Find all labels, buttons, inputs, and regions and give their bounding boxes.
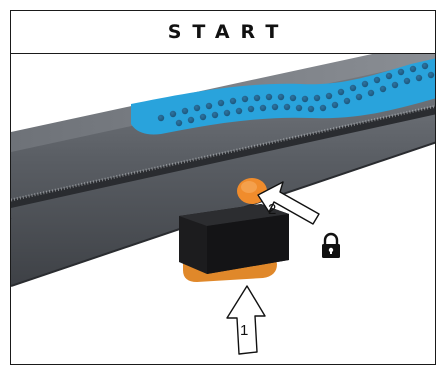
arrow-step-2 bbox=[257, 181, 320, 225]
rail-slot-hatch bbox=[11, 104, 435, 202]
diagram-frame: START bbox=[10, 10, 436, 365]
header-bar: START bbox=[11, 11, 435, 54]
lock-icon bbox=[322, 232, 340, 258]
rail-illustration: 2 1 bbox=[11, 54, 435, 355]
rail-slot bbox=[11, 106, 435, 208]
black-block bbox=[179, 204, 289, 274]
page-title: START bbox=[167, 21, 290, 43]
blue-strip-dots bbox=[157, 62, 435, 127]
step-1-label: 1 bbox=[240, 322, 248, 339]
step-2-label: 2 bbox=[268, 201, 276, 218]
arrow-step-1 bbox=[226, 285, 266, 355]
